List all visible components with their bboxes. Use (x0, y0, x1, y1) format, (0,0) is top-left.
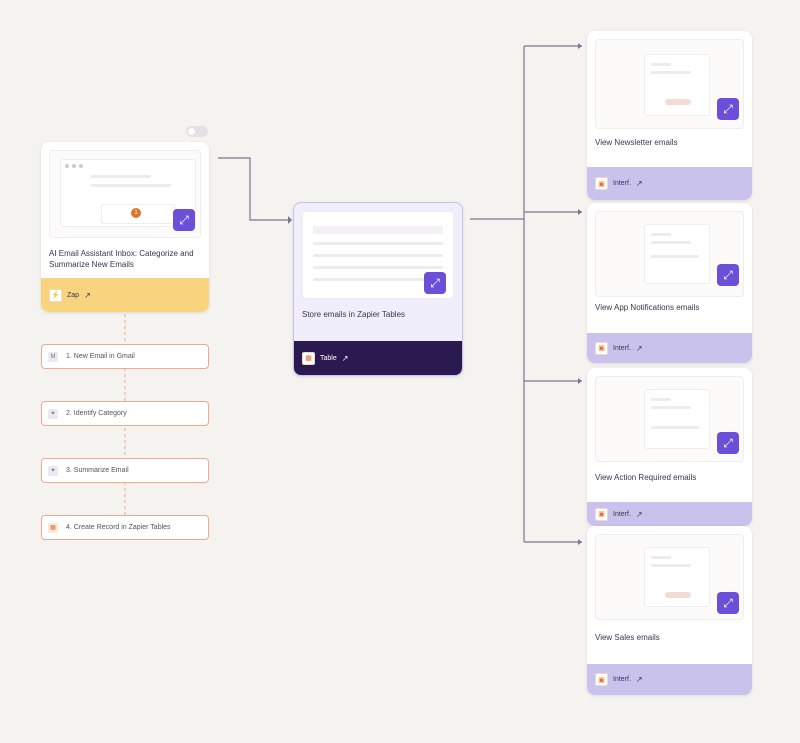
interface-preview (595, 211, 744, 297)
ai-icon: ✦ (48, 465, 58, 476)
interface-footer-label: Interf. (613, 180, 631, 187)
expand-icon[interactable]: ⤢ (717, 592, 739, 614)
step-label: 1. New Email in Gmail (66, 353, 135, 360)
interface-icon: ▣ (595, 507, 608, 521)
interface-footer[interactable]: ▣ Interf. ↗ (587, 167, 752, 200)
zap-icon: ⚡ (49, 288, 62, 302)
interface-icon: ▣ (595, 341, 608, 355)
table-footer-label: Table (320, 354, 337, 362)
interface-card[interactable]: ⤢ View Newsletter emails ▣ Interf. ↗ (587, 31, 752, 200)
expand-icon[interactable]: ⤢ (173, 209, 195, 231)
table-footer[interactable]: ▦ Table ↗ (294, 341, 462, 375)
interface-footer[interactable]: ▣ Interf. ↗ (587, 502, 752, 526)
step-item[interactable]: M 1. New Email in Gmail (41, 344, 209, 369)
tables-icon: ▦ (48, 522, 58, 533)
connector-trigger-to-table (218, 157, 288, 221)
interface-footer-label: Interf. (613, 510, 631, 518)
table-card[interactable]: ⤢ Store emails in Zapier Tables ▦ Table … (293, 202, 463, 376)
step-label: 4. Create Record in Zapier Tables (66, 524, 171, 531)
expand-icon[interactable]: ⤢ (717, 264, 739, 286)
zap-title: AI Email Assistant Inbox: Categorize and… (49, 249, 194, 269)
connector-table-to-interfaces (470, 45, 582, 543)
interface-card[interactable]: ⤢ View Action Required emails ▣ Interf. … (587, 368, 752, 526)
interface-card[interactable]: ⤢ View Sales emails ▣ Interf. ↗ (587, 526, 752, 695)
interface-title: View Action Required emails (595, 473, 697, 482)
zap-toggle[interactable] (186, 126, 208, 137)
external-link-icon[interactable]: ↗ (635, 509, 643, 519)
interface-footer-label: Interf. (613, 344, 631, 352)
external-link-icon[interactable]: ↗ (341, 353, 349, 363)
zap-footer-label: Zap (67, 291, 80, 299)
interface-footer-label: Interf. (613, 676, 631, 683)
gmail-icon: M (48, 351, 58, 362)
table-title: Store emails in Zapier Tables (302, 310, 406, 319)
interface-title: View Sales emails (595, 633, 660, 642)
step-item[interactable]: ▦ 4. Create Record in Zapier Tables (41, 515, 209, 540)
expand-icon[interactable]: ⤢ (424, 272, 446, 294)
interface-title: View App Notifications emails (595, 303, 700, 312)
interface-icon: ▣ (595, 673, 608, 686)
step-label: 2. Identify Category (66, 410, 127, 417)
external-link-icon[interactable]: ↗ (635, 343, 643, 353)
zap-footer[interactable]: ⚡ Zap ↗ (41, 278, 209, 312)
zap-preview: 1 (49, 150, 201, 238)
ai-icon: ✦ (48, 408, 58, 419)
step-item[interactable]: ✦ 3. Summarize Email (41, 458, 209, 483)
preview-badge: 1 (131, 208, 141, 218)
external-link-icon[interactable]: ↗ (635, 675, 643, 684)
interface-preview (595, 376, 744, 462)
interface-footer[interactable]: ▣ Interf. ↗ (587, 664, 752, 695)
step-label: 3. Summarize Email (66, 467, 129, 474)
expand-icon[interactable]: ⤢ (717, 432, 739, 454)
interface-footer[interactable]: ▣ Interf. ↗ (587, 333, 752, 363)
external-link-icon[interactable]: ↗ (635, 179, 643, 188)
step-item[interactable]: ✦ 2. Identify Category (41, 401, 209, 426)
expand-icon[interactable]: ⤢ (717, 98, 739, 120)
interface-icon: ▣ (595, 177, 608, 190)
external-link-icon[interactable]: ↗ (84, 290, 91, 300)
interface-card[interactable]: ⤢ View App Notifications emails ▣ Interf… (587, 203, 752, 363)
interface-title: View Newsletter emails (595, 138, 678, 147)
zap-card[interactable]: 1 ⤢ AI Email Assistant Inbox: Categorize… (41, 142, 209, 312)
tables-icon: ▦ (302, 351, 315, 365)
